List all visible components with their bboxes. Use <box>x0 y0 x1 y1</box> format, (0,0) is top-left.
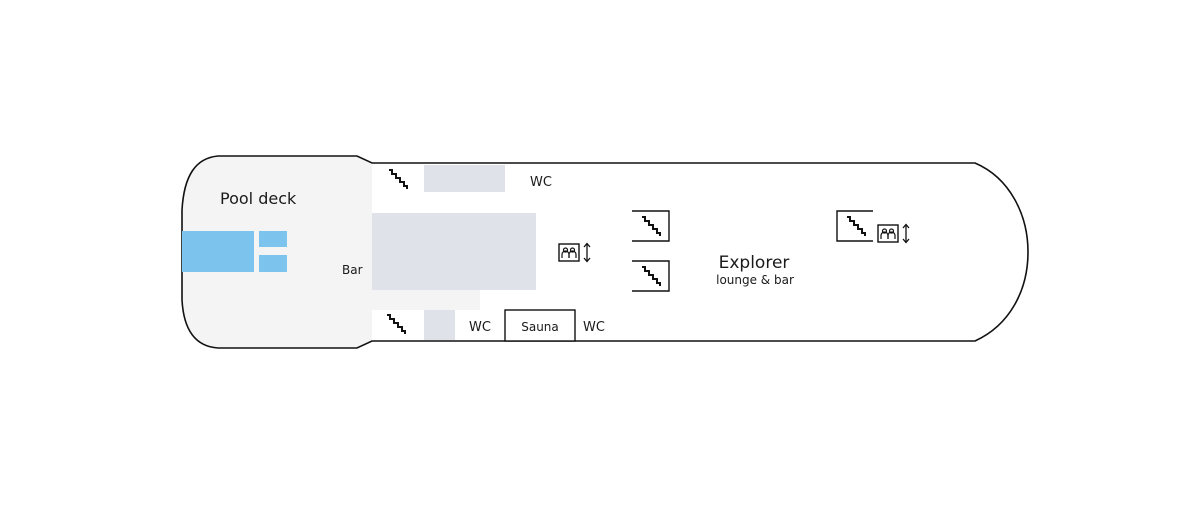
room-bottom <box>424 310 455 340</box>
stairs-icon <box>846 216 866 237</box>
explorer-title: Explorer <box>719 253 790 273</box>
stair-enclosure-1 <box>632 210 670 242</box>
stairs-icon <box>386 314 406 335</box>
pool-step-bottom <box>259 255 287 272</box>
stair-enclosure-3 <box>836 210 873 242</box>
stairs-icon <box>641 216 661 237</box>
room-top <box>424 165 505 192</box>
wc-label-top: WC <box>530 175 552 190</box>
pool-step-top <box>259 231 287 247</box>
elevator-icon <box>877 223 910 244</box>
bar-label: Bar <box>342 263 363 277</box>
explorer-subtitle: lounge & bar <box>716 273 794 287</box>
stair-enclosure-2 <box>632 260 670 292</box>
sauna-label: Sauna <box>521 320 559 334</box>
pool-deck-area <box>182 156 480 348</box>
pool-deck-label: Pool deck <box>220 189 297 208</box>
wc-label-bottom-left: WC <box>469 320 491 335</box>
bar-area <box>372 213 536 290</box>
pool <box>182 231 254 272</box>
hull-outline <box>181 155 1029 349</box>
sauna-room <box>504 309 576 342</box>
elevator-icon <box>558 242 591 263</box>
stairs-icon <box>388 169 408 190</box>
stairs-icon <box>641 266 661 287</box>
wc-label-bottom-right: WC <box>583 320 605 335</box>
